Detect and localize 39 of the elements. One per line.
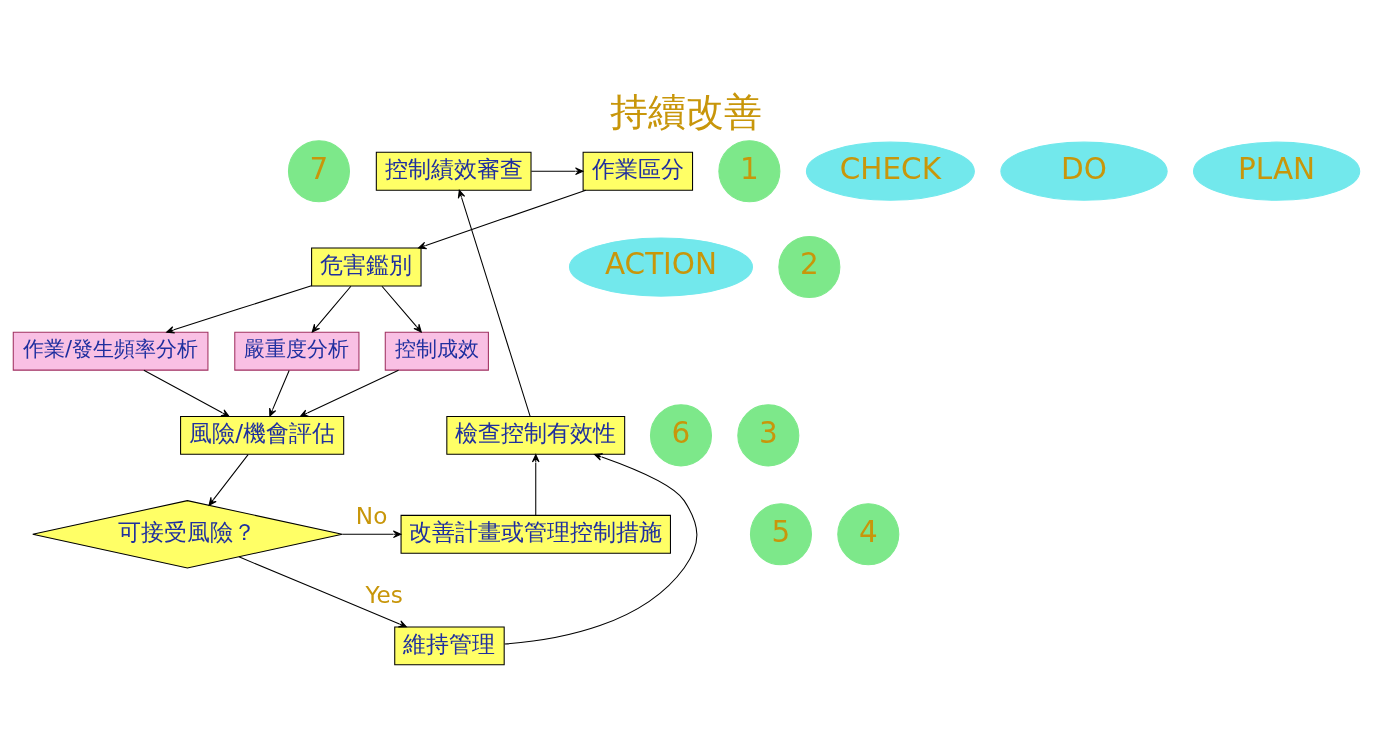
arrow — [311, 285, 352, 333]
arrow — [381, 285, 422, 333]
arrow — [269, 369, 290, 417]
arrow — [457, 189, 531, 417]
node-box: 風險/機會評估 — [180, 415, 345, 455]
node-ellipse: CHECK — [805, 141, 975, 201]
node-box: 危害鑑別 — [311, 247, 422, 287]
edge-label: No — [355, 503, 388, 530]
node-circle: 4 — [837, 503, 900, 566]
node-circle: 3 — [737, 404, 800, 467]
node-ellipse: DO — [1000, 141, 1168, 201]
node-box: 控制成效 — [384, 331, 489, 371]
arrow — [166, 285, 312, 334]
node-box: 維持管理 — [394, 626, 505, 666]
arrow — [504, 453, 698, 645]
node-box: 改善計畫或管理控制措施 — [400, 514, 671, 554]
arrow — [299, 369, 399, 417]
node-ellipse: ACTION — [568, 237, 753, 297]
node-box: 作業/發生頻率分析 — [12, 331, 209, 371]
arrow — [530, 167, 584, 176]
node-box: 檢查控制有效性 — [446, 415, 626, 455]
node-diamond: 可接受風險？ — [32, 500, 343, 569]
node-circle: 5 — [749, 503, 812, 566]
node-box: 控制績效審查 — [375, 151, 532, 191]
node-box: 作業區分 — [582, 151, 694, 191]
edge-label: Yes — [365, 582, 403, 609]
node-box: 嚴重度分析 — [234, 331, 360, 371]
arrow — [143, 369, 230, 417]
arrow — [418, 189, 587, 250]
arrow — [341, 530, 402, 539]
node-circle: 2 — [778, 235, 841, 299]
node-circle: 6 — [649, 404, 712, 467]
arrow — [208, 454, 249, 506]
node-circle: 7 — [287, 140, 350, 203]
diagram-title: 持續改善 — [610, 89, 763, 134]
arrow — [531, 454, 540, 516]
node-ellipse: PLAN — [1192, 141, 1361, 201]
node-circle: 1 — [718, 140, 781, 203]
arrow — [238, 556, 407, 628]
